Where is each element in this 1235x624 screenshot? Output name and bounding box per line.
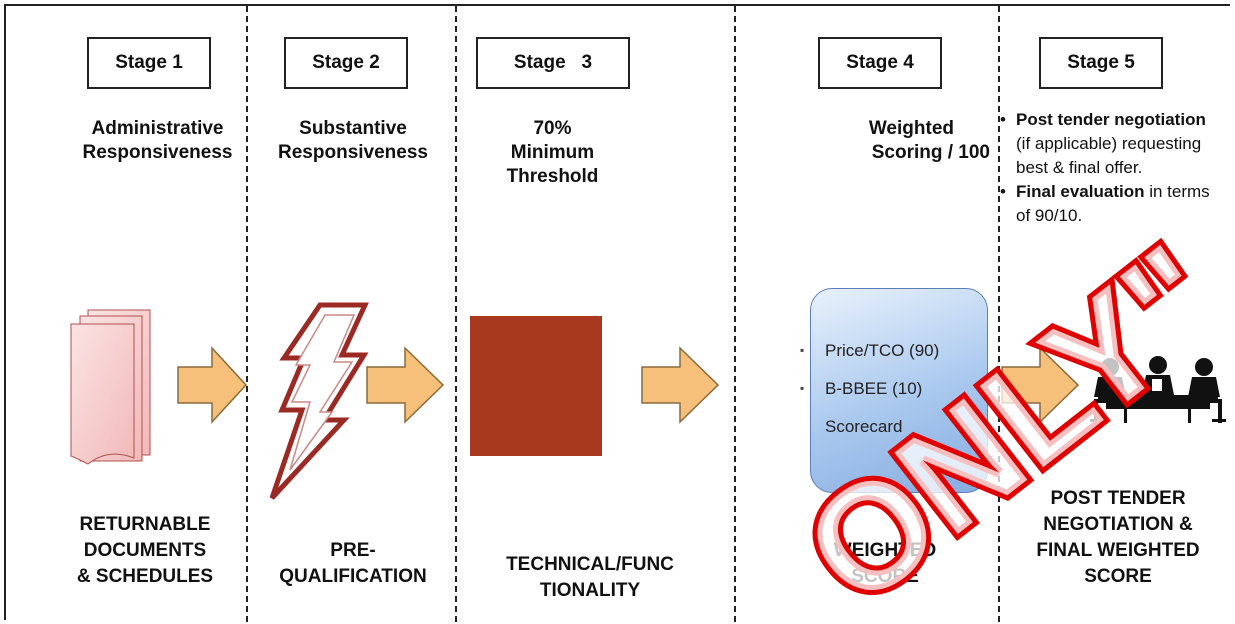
stage-3-label: Stage 3	[513, 52, 593, 73]
lightning-icon	[269, 302, 369, 500]
box-bullet-2: ▪	[800, 381, 805, 395]
threshold-square	[470, 316, 602, 456]
box-item-1: Price/TCO (90)	[825, 341, 940, 360]
divider-1	[246, 6, 248, 622]
meeting-icon	[1090, 356, 1226, 423]
stage-5-bullet-2: Final evaluation in terms of 90/10.	[1000, 180, 1215, 228]
documents-icon	[70, 309, 151, 465]
divider-2	[455, 6, 457, 622]
arrow-1-icon	[177, 346, 248, 424]
stage-1-box: Stage 1	[87, 37, 211, 89]
box-item-2: B-BBEE (10)	[825, 379, 923, 398]
stage-4-box: Stage 4	[818, 37, 942, 89]
arrow-3-icon	[641, 346, 720, 424]
stage-5-label: Stage 5	[1067, 52, 1135, 73]
diagram-frame	[4, 4, 1230, 620]
arrow-4-icon	[1001, 346, 1080, 424]
arrow-2-icon	[366, 346, 445, 424]
stage-5-bullets: Post tender negotiation (if applicable) …	[1000, 108, 1215, 228]
stage-2-label: Stage 2	[312, 52, 380, 73]
divider-3	[734, 6, 736, 622]
stage-3-box: Stage 3	[476, 37, 630, 89]
stage-5-bullet-1: Post tender negotiation (if applicable) …	[1000, 108, 1215, 180]
stage-5-box: Stage 5	[1039, 37, 1163, 89]
weighted-scoring-box	[810, 288, 988, 493]
box-bullet-1: ▪	[800, 343, 805, 357]
stage-2-box: Stage 2	[284, 37, 408, 89]
divider-4	[998, 6, 1000, 622]
stage-4-label: Stage 4	[846, 52, 914, 73]
box-item-3: Scorecard	[825, 417, 903, 436]
stage-2-output: PRE-QUALIFICATION	[279, 540, 427, 587]
stage-1-label: Stage 1	[115, 52, 183, 73]
